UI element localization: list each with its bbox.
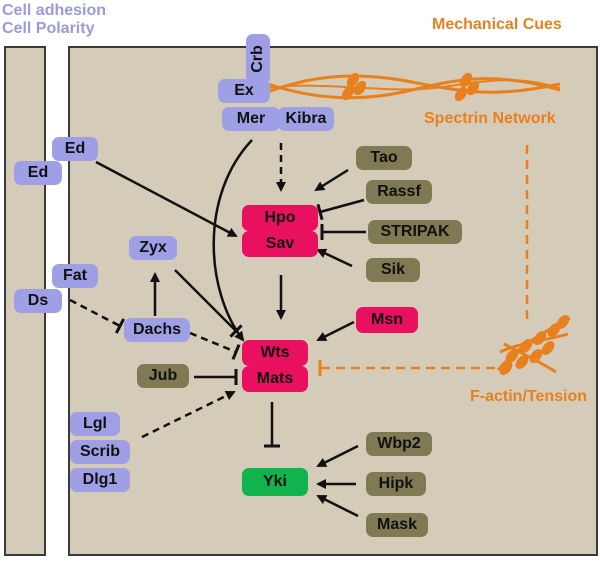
mer-node: Mer <box>222 107 280 131</box>
ed-label-left: Ed <box>27 164 49 181</box>
kibra-label: Kibra <box>285 110 327 127</box>
rassf-inhibits-hpo <box>316 198 365 221</box>
wts-label: Wts <box>260 344 290 361</box>
spectrin-knot-2 <box>454 72 480 102</box>
ex-node: Ex <box>218 79 270 103</box>
mats-node: Mats <box>242 366 308 392</box>
rassf-label: Rassf <box>377 183 421 200</box>
wbp2-label: Wbp2 <box>377 435 421 452</box>
wbp2-node: Wbp2 <box>366 432 432 456</box>
dlg1-node: Dlg1 <box>70 468 130 492</box>
hpo-node: Hpo <box>242 205 318 231</box>
msn-label: Msn <box>371 311 403 328</box>
ed-node-right: Ed <box>52 137 98 161</box>
ds-label: Ds <box>27 292 49 309</box>
fat-node: Fat <box>52 264 98 288</box>
dachs-label: Dachs <box>132 321 182 338</box>
wbp2-to-yki-arrow <box>316 444 359 468</box>
sik-node: Sik <box>366 258 420 282</box>
main-cell <box>68 46 598 556</box>
factin-tension-label: F-actin/Tension <box>470 388 588 405</box>
dachs-inhibits-wts <box>189 331 241 360</box>
tao-to-hpo-arrow <box>314 168 349 192</box>
mask-to-yki-arrow <box>316 494 359 518</box>
sav-label: Sav <box>265 235 295 252</box>
spectrin-knot-1 <box>341 72 367 101</box>
stripak-node: STRIPAK <box>368 220 462 244</box>
zyx-label: Zyx <box>139 239 167 256</box>
sik-label: Sik <box>380 261 405 278</box>
hpo-label: Hpo <box>264 209 296 226</box>
tao-node: Tao <box>356 146 412 170</box>
mer-label: Mer <box>236 110 266 127</box>
msn-to-wts-arrow <box>316 320 355 342</box>
cell-adhesion-label: Cell adhesion <box>2 2 107 19</box>
yki-node: Yki <box>242 468 308 496</box>
crb-label: Crb <box>249 45 266 73</box>
ed-to-hpo-arrow <box>95 160 238 238</box>
msn-node: Msn <box>356 307 418 333</box>
kibra-node: Kibra <box>278 107 334 131</box>
spectrin-strands <box>267 74 561 100</box>
mer-to-wts-curve <box>212 139 253 342</box>
fat-inhibits-dachs <box>69 298 126 334</box>
tao-label: Tao <box>370 149 398 166</box>
ex-label: Ex <box>234 82 254 99</box>
lgl-node: Lgl <box>70 412 120 436</box>
wts-node: Wts <box>242 340 308 366</box>
sav-node: Sav <box>242 231 318 257</box>
mask-label: Mask <box>376 516 418 533</box>
lgl-to-mats-dashed-arrow <box>141 390 236 439</box>
mask-node: Mask <box>366 513 428 537</box>
scrib-node: Scrib <box>70 440 130 464</box>
hipk-node: Hipk <box>366 472 426 496</box>
zyx-node: Zyx <box>129 236 177 260</box>
yki-label: Yki <box>262 473 287 490</box>
zyx-inhibits-wts <box>174 269 243 338</box>
scrib-label: Scrib <box>79 443 120 460</box>
mats-label: Mats <box>256 370 294 387</box>
cell-polarity-label: Cell Polarity <box>2 20 95 37</box>
dachs-node: Dachs <box>124 318 190 342</box>
jub-label: Jub <box>148 367 178 384</box>
rassf-node: Rassf <box>366 180 432 204</box>
spectrin-network-label: Spectrin Network <box>424 110 556 127</box>
fat-label: Fat <box>63 267 87 284</box>
mechanical-cues-label: Mechanical Cues <box>432 16 562 33</box>
sik-to-sav-arrow <box>316 248 353 268</box>
jub-node: Jub <box>137 364 189 388</box>
dlg1-label: Dlg1 <box>82 471 118 488</box>
crb-node: Crb <box>246 34 270 84</box>
ed-label-right: Ed <box>64 140 86 157</box>
ed-node-left: Ed <box>14 161 62 185</box>
hipk-label: Hipk <box>378 475 414 492</box>
factin-beads <box>499 315 570 375</box>
stripak-label: STRIPAK <box>380 223 450 240</box>
ds-node: Ds <box>14 289 62 313</box>
lgl-label: Lgl <box>83 415 107 432</box>
